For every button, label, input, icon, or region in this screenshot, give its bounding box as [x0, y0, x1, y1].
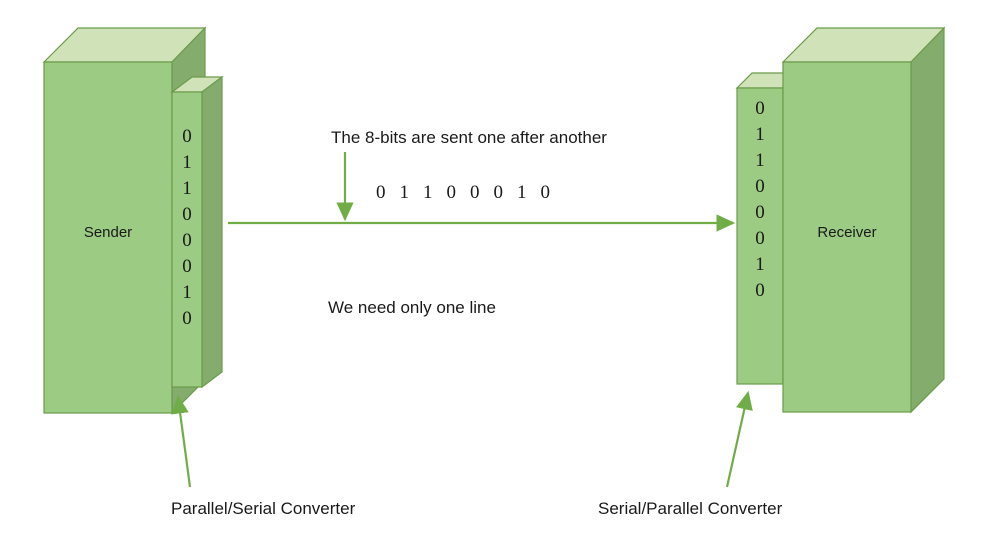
stream-bit-5: 0 — [493, 182, 504, 203]
transmission-note: The 8-bits are sent one after another — [331, 128, 607, 147]
serial-parallel-converter-label: Serial/Parallel Converter — [598, 499, 783, 518]
sender-converter-callout-arrow — [171, 394, 192, 488]
stream-bit-0: 0 — [376, 182, 386, 203]
receiver-bit-7: 0 — [755, 280, 765, 301]
parallel-serial-converter-label: Parallel/Serial Converter — [171, 499, 356, 518]
receiver-bit-6: 1 — [755, 254, 765, 275]
sender-bit-7: 0 — [182, 308, 192, 329]
receiver-box-front-face — [782, 61, 912, 413]
receiver-bit-2: 1 — [755, 150, 765, 171]
receiver-bit-3: 0 — [755, 176, 765, 197]
receiver-box — [781, 26, 946, 414]
sender-bit-column: 0 1 1 0 0 0 1 0 — [172, 124, 202, 332]
sender-bit-2: 1 — [182, 178, 192, 199]
stream-bit-2: 1 — [423, 182, 433, 203]
stream-bit-7: 0 — [540, 182, 551, 203]
receiver-label: Receiver — [817, 224, 877, 241]
sender-box-front-face — [43, 61, 173, 414]
sender-bit-3: 0 — [182, 204, 192, 225]
receiver-bit-column: 0 1 1 0 0 0 1 0 — [737, 96, 783, 304]
sender-bit-0: 0 — [182, 126, 192, 147]
stream-bit-6: 1 — [517, 182, 527, 203]
stream-bit-1: 1 — [399, 182, 410, 203]
sender-bit-1: 1 — [182, 152, 192, 173]
receiver-bit-0: 0 — [755, 98, 765, 119]
sender-converter-front-face — [171, 91, 203, 388]
sender-label: Sender — [83, 224, 133, 241]
sender-bit-6: 1 — [182, 282, 192, 303]
sender-converter-strip — [170, 75, 224, 389]
receiver-bit-1: 1 — [755, 124, 765, 145]
receiver-converter-front-face — [736, 87, 784, 385]
single-line-note: We need only one line — [328, 298, 496, 317]
sender-converter-side-face — [201, 75, 223, 389]
sender-bit-5: 0 — [182, 256, 192, 277]
receiver-converter-callout-arrow — [725, 390, 753, 488]
receiver-bit-4: 0 — [755, 202, 765, 223]
stream-bit-3: 0 — [446, 182, 457, 203]
receiver-box-side-face — [910, 26, 945, 414]
stream-bit-4: 0 — [470, 182, 480, 203]
receiver-bit-5: 0 — [755, 228, 765, 249]
sender-bit-4: 0 — [182, 230, 192, 251]
